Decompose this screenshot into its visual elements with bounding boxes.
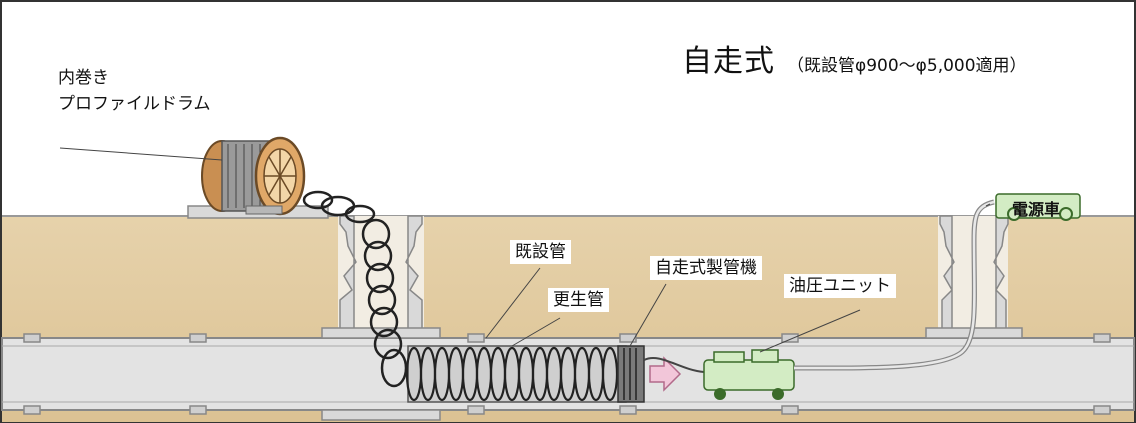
direction-arrow xyxy=(649,356,682,392)
title-subtitle: （既設管φ900～φ5,000適用） xyxy=(787,56,1027,76)
label-hydraulic-unit: 油圧ユニット xyxy=(784,274,896,299)
power-cable-inner xyxy=(793,200,995,370)
label-leader-lines xyxy=(485,203,991,353)
profile-drum xyxy=(201,136,306,216)
diagram-title: 自走式 （既設管φ900～φ5,000適用） xyxy=(682,36,1027,80)
label-drum-line2: プロファイルドラム xyxy=(58,94,211,114)
hose-machine-to-unit xyxy=(643,357,705,373)
profile-strip-coils xyxy=(302,190,408,388)
pipe-joints xyxy=(23,333,1111,415)
label-power-vehicle: 電源車 xyxy=(1012,200,1061,219)
label-pipe-machine: 自走式製管機 xyxy=(650,256,762,281)
manhole-left xyxy=(321,215,441,421)
title-main: 自走式 xyxy=(682,44,775,79)
label-existing-pipe: 既設管 xyxy=(510,240,571,265)
label-renewal-pipe: 更生管 xyxy=(548,288,609,313)
pipe-making-machine xyxy=(617,345,645,403)
power-vehicle xyxy=(995,193,1081,221)
renewal-pipe-spiral xyxy=(405,345,627,403)
hydraulic-unit-cart xyxy=(703,349,795,400)
drum-pointer-line xyxy=(59,147,223,161)
label-drum-line1: 内巻き xyxy=(58,68,109,88)
